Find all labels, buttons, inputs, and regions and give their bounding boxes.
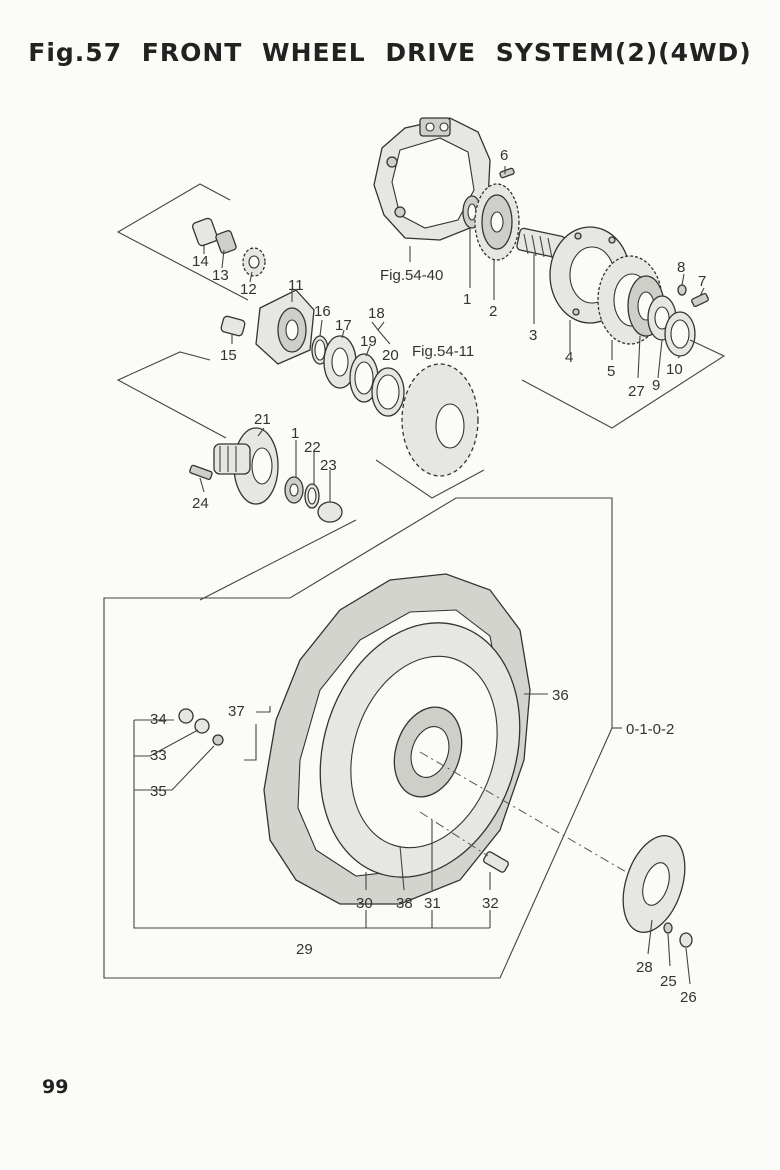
label-24: 24 bbox=[192, 495, 209, 512]
ref-fig54-11: Fig.54-11 bbox=[412, 343, 474, 360]
label-28: 28 bbox=[636, 959, 653, 976]
washer-part-8 bbox=[677, 284, 687, 296]
label-15: 15 bbox=[220, 347, 237, 364]
label-35: 35 bbox=[150, 783, 167, 800]
label-21: 21 bbox=[254, 411, 271, 428]
group-outline-upper-right bbox=[521, 339, 726, 429]
label-1-top: 1 bbox=[463, 291, 471, 308]
label-37: 37 bbox=[228, 703, 245, 720]
group-outline-mid bbox=[116, 351, 227, 439]
pin-part-15 bbox=[220, 315, 246, 337]
page-title: Fig.57 FRONT WHEEL DRIVE SYSTEM(2)(4WD) bbox=[28, 38, 752, 67]
label-13: 13 bbox=[212, 267, 229, 284]
bush-part-14 bbox=[191, 217, 219, 247]
nut-part-34 bbox=[178, 708, 194, 724]
bolt-part-32 bbox=[483, 851, 509, 873]
label-3: 3 bbox=[529, 327, 537, 344]
label-20: 20 bbox=[382, 347, 399, 364]
label-11: 11 bbox=[288, 277, 304, 294]
label-5: 5 bbox=[607, 363, 615, 380]
label-7: 7 bbox=[698, 273, 706, 290]
carrier-part-11 bbox=[255, 289, 315, 365]
label-23: 23 bbox=[320, 457, 337, 474]
spur-gear-part-2 bbox=[474, 183, 520, 261]
label-2: 2 bbox=[489, 303, 497, 320]
label-30: 30 bbox=[356, 895, 373, 912]
snap-ring-part-22 bbox=[304, 483, 320, 509]
label-32: 32 bbox=[482, 895, 499, 912]
part-labels: 6 Fig.54-40 1 2 3 4 5 27 9 10 8 7 14 13 … bbox=[150, 147, 706, 1006]
label-1-lower: 1 bbox=[291, 425, 299, 442]
nut-part-26 bbox=[679, 932, 693, 948]
label-4: 4 bbox=[565, 349, 573, 366]
label-36: 36 bbox=[552, 687, 569, 704]
label-25: 25 bbox=[660, 973, 677, 990]
label-17: 17 bbox=[335, 317, 352, 334]
label-14: 14 bbox=[192, 253, 209, 270]
assembly-outline bbox=[103, 497, 613, 979]
label-26: 26 bbox=[680, 989, 697, 1006]
label-33: 33 bbox=[150, 747, 167, 764]
roller-part-13 bbox=[215, 230, 237, 254]
wheel-rim-part-36 bbox=[319, 622, 521, 878]
bearing-part-17 bbox=[323, 335, 357, 389]
bearing-part-1-lower bbox=[284, 476, 304, 504]
label-9: 9 bbox=[652, 377, 660, 394]
bolt-part-7 bbox=[691, 293, 709, 307]
pin-part-6 bbox=[499, 167, 515, 179]
label-31: 31 bbox=[424, 895, 441, 912]
hub-plate-part-28 bbox=[622, 835, 686, 933]
cap-part-23 bbox=[317, 501, 343, 523]
ref-fig54-40: Fig.54-40 bbox=[380, 267, 443, 284]
label-22: 22 bbox=[304, 439, 321, 456]
label-27: 27 bbox=[628, 383, 645, 400]
group-outline-upper-left bbox=[116, 183, 249, 301]
seal-part-20 bbox=[371, 367, 405, 417]
gear-part-12 bbox=[242, 247, 266, 277]
label-34: 34 bbox=[150, 711, 167, 728]
seal-part-10 bbox=[664, 311, 696, 357]
washer-part-25 bbox=[663, 922, 673, 934]
final-case-ref-fig54-11 bbox=[401, 363, 479, 477]
assembly-code: 0-1-0-2 bbox=[626, 721, 674, 738]
axle-centerline bbox=[419, 751, 641, 881]
label-16: 16 bbox=[314, 303, 331, 320]
washer-part-35 bbox=[212, 734, 224, 746]
label-19: 19 bbox=[360, 333, 377, 350]
label-38: 38 bbox=[396, 895, 413, 912]
page-number: 99 bbox=[42, 1076, 69, 1098]
bolt-part-24 bbox=[189, 464, 213, 480]
axle-hub-part-21 bbox=[213, 427, 279, 505]
leader-lines bbox=[133, 166, 705, 985]
label-10: 10 bbox=[666, 361, 683, 378]
label-18: 18 bbox=[368, 305, 385, 322]
label-29: 29 bbox=[296, 941, 313, 958]
label-6: 6 bbox=[500, 147, 508, 164]
nut-part-33 bbox=[194, 718, 210, 734]
label-12: 12 bbox=[240, 281, 257, 298]
label-8: 8 bbox=[677, 259, 685, 276]
